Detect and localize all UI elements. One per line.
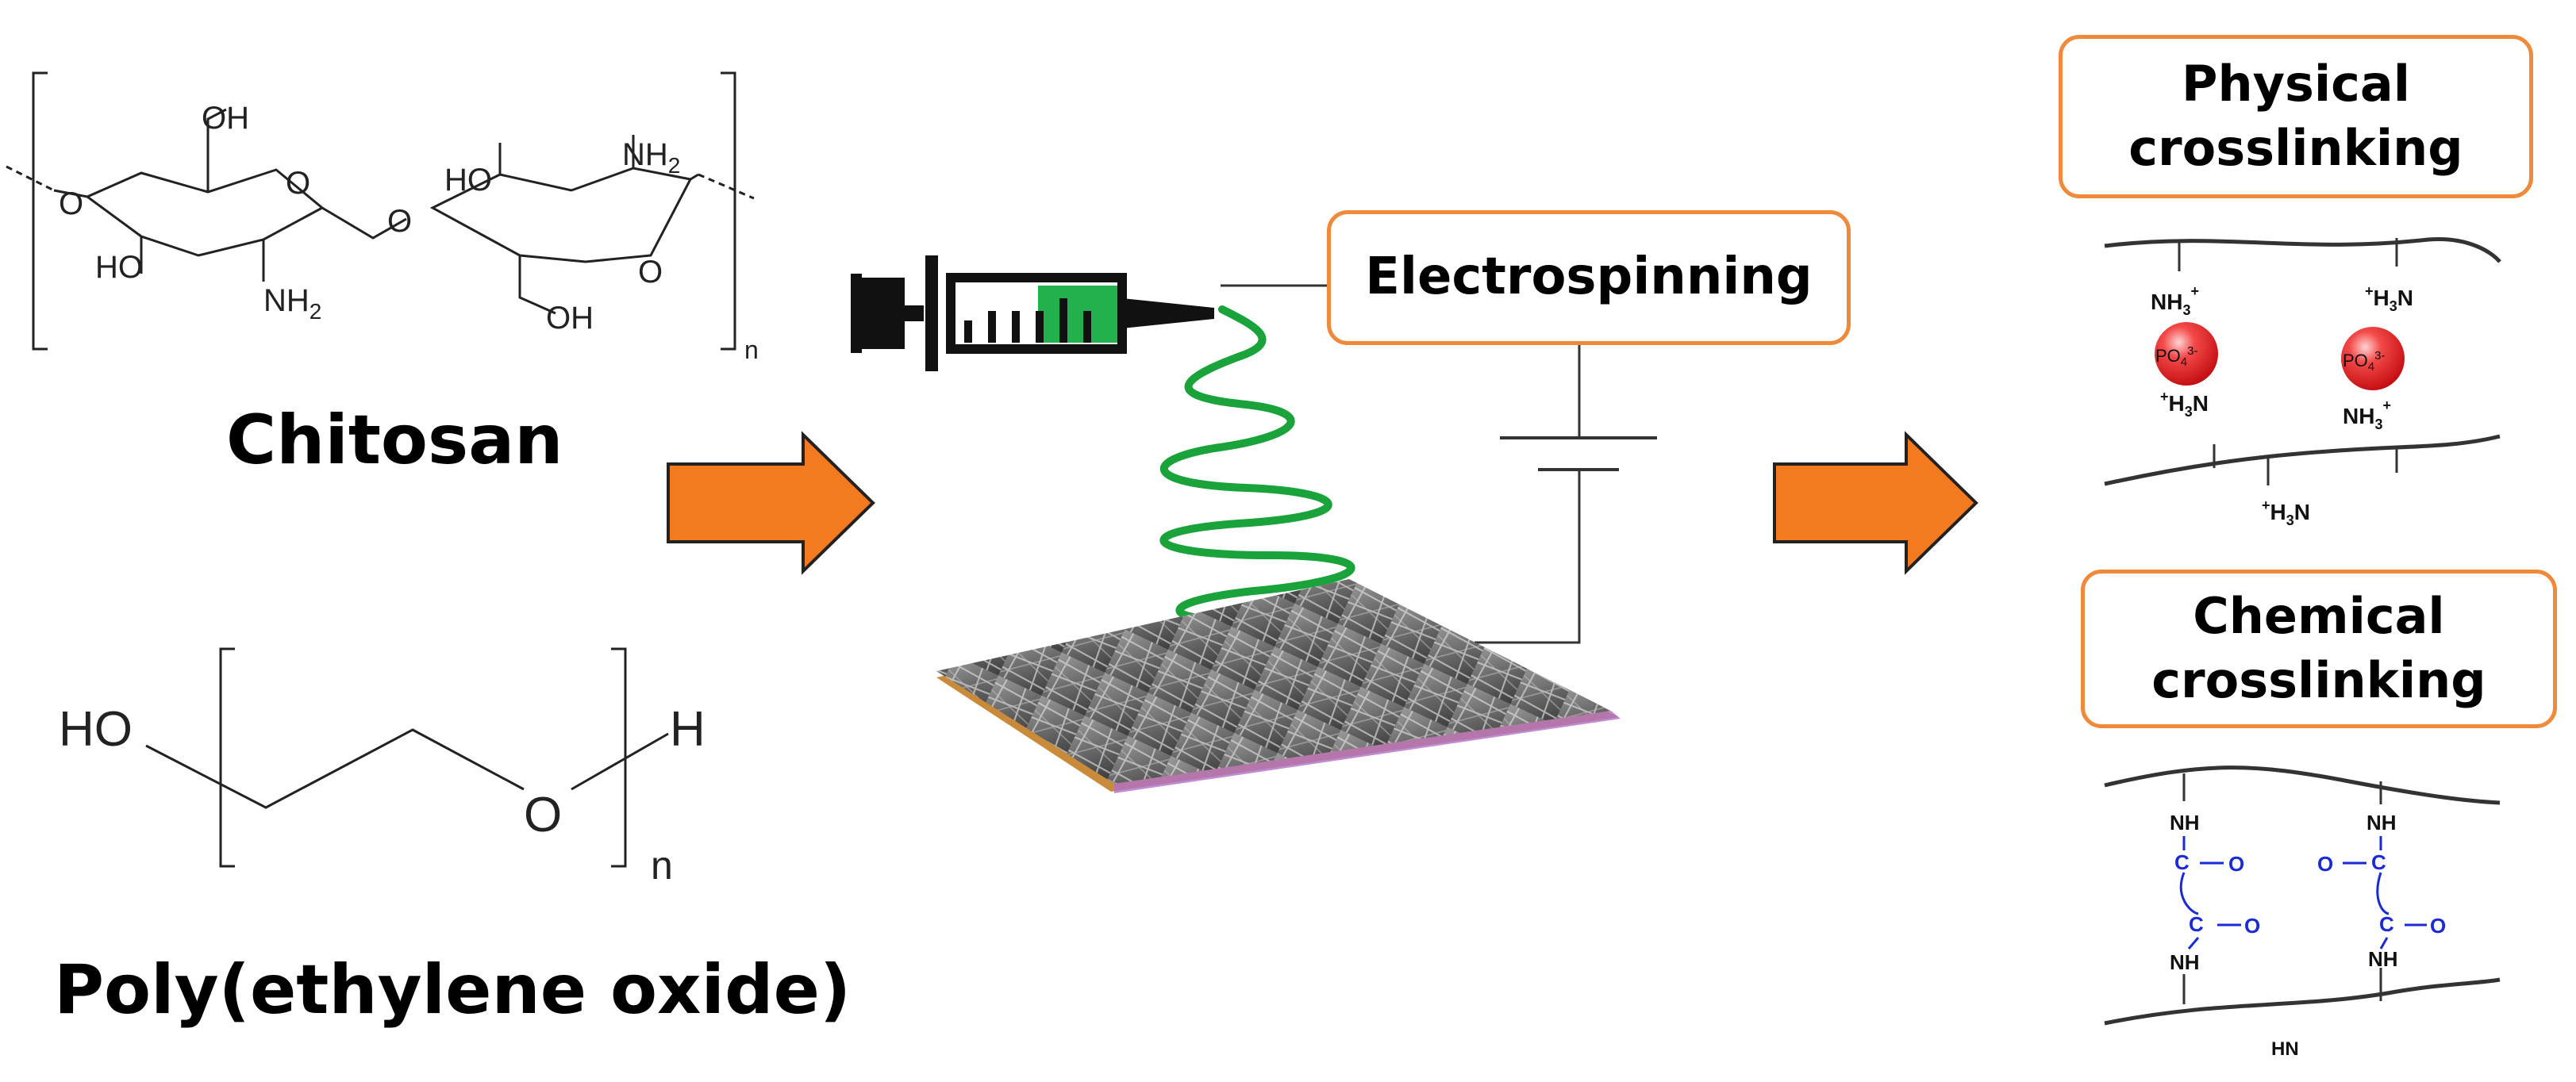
ring-2-ch2oh <box>518 255 556 315</box>
chemical-title-line1: Chemical <box>2193 587 2445 646</box>
ion-label-left: PO43- <box>2155 344 2197 369</box>
chitosan-nh2-right: NH2 <box>622 137 680 178</box>
h3n-mid-left: +H3N <box>2160 389 2209 420</box>
c-top-right: C <box>2371 850 2386 874</box>
chitosan-n: n <box>744 336 759 364</box>
chain-end-left <box>6 165 55 192</box>
circuit-wires <box>1221 284 1657 644</box>
syringe-plunger-rod <box>905 305 924 321</box>
ring-1-ch2oh <box>206 108 227 192</box>
ion-label-right: PO43- <box>2343 349 2385 374</box>
chemical-labels: NH NH NH NH C O C O C O C O HN <box>2170 811 2446 1060</box>
nh3-mid-right: NH3+ <box>2343 397 2391 432</box>
o-bottom-right: O <box>2430 914 2446 938</box>
chitosan-o-ring2: O <box>638 255 663 290</box>
chemical-crosslinking-box: Chemical crosslinking <box>2081 570 2557 728</box>
chain-end-right <box>698 173 755 200</box>
syringe-graduations <box>964 298 1091 343</box>
syringe-flange <box>925 255 938 371</box>
chitosan-structure <box>6 71 755 351</box>
c-bottom-left: C <box>2189 912 2204 936</box>
physical-crosslinking-box: Physical crosslinking <box>2059 35 2533 198</box>
mat-edge-highlight <box>1114 711 1621 793</box>
physical-labels: PO43- PO43- NH3+ +H3N +H3N NH3+ +H3N <box>2151 283 2413 528</box>
syringe <box>851 255 1214 371</box>
nh3-top-left: NH3+ <box>2151 283 2199 318</box>
collector-mat <box>936 579 1621 793</box>
chemical-title-line2: crosslinking <box>2151 651 2486 709</box>
arrow-to-electrospinning <box>667 431 875 575</box>
peo-ho: HO <box>59 702 133 757</box>
peo-o: O <box>524 788 562 842</box>
arrow-to-crosslinking <box>1773 431 1978 575</box>
ring-1-o-bond <box>53 189 88 198</box>
peo-labels: HO O H n <box>59 702 706 888</box>
nh-top-left: NH <box>2170 811 2200 835</box>
crosslinker-left <box>2179 836 2241 950</box>
ring-2-end <box>690 173 699 181</box>
chitosan-ho-left: HO <box>95 250 143 285</box>
physical-title-line2: crosslinking <box>2128 119 2463 177</box>
chemical-crosslinking-diagram <box>2104 765 2501 1026</box>
o-top-right: O <box>2317 852 2333 876</box>
chitosan-oh-bottom: OH <box>546 301 594 336</box>
h3n-bottom: +H3N <box>2262 497 2310 528</box>
chitosan-o-glycosidic: O <box>387 204 412 239</box>
wire-collector <box>1474 470 1581 644</box>
chain-bottom-physical <box>2104 434 2501 486</box>
glycosidic-bond <box>321 206 407 240</box>
physical-side-bonds <box>2178 238 2398 485</box>
chitosan-o-chain: O <box>59 186 83 221</box>
chain-bottom-chemical <box>2104 977 2501 1026</box>
phosphate-ion-right <box>2341 327 2405 390</box>
phosphate-ion-left <box>2155 322 2218 386</box>
nh-bottom-right: NH <box>2368 947 2398 971</box>
peo-backbone <box>145 728 525 809</box>
syringe-plunger-block <box>862 278 905 349</box>
syringe-plunger-head <box>851 274 862 353</box>
c-bottom-right: C <box>2379 912 2394 936</box>
peo-h: H <box>670 702 706 757</box>
h3n-top-right: +H3N <box>2365 283 2413 314</box>
electrospinning-box: Electrospinning <box>1327 210 1851 345</box>
peo-bracket-left <box>219 647 235 868</box>
physical-title-line1: Physical <box>2182 55 2410 113</box>
peo-h-bond <box>571 732 669 791</box>
mat-surface <box>936 579 1611 784</box>
syringe-needle <box>1122 298 1214 328</box>
chitosan-o-ring1: O <box>286 166 310 201</box>
chitosan-bracket-right <box>721 71 736 351</box>
nh-top-right: NH <box>2366 811 2397 835</box>
chitosan-oh-top: OH <box>202 101 249 136</box>
peo-n: n <box>651 843 673 888</box>
hn-bottom: HN <box>2271 1038 2299 1060</box>
peo-title: Poly(ethylene oxide) <box>54 950 852 1030</box>
chitosan-labels: OH O O HO NH2 O HO NH2 O OH n <box>59 101 759 364</box>
chitosan-nh2-left: NH2 <box>263 283 321 324</box>
peo-structure <box>145 647 669 868</box>
crosslinker-right <box>2343 836 2427 950</box>
chitosan-title: Chitosan <box>226 401 563 480</box>
peo-bracket-right <box>611 647 627 868</box>
electrospinning-label: Electrospinning <box>1365 247 1813 307</box>
fiber-jet <box>1159 305 1355 624</box>
physical-crosslinking-diagram <box>2104 236 2501 486</box>
chitosan-ho-right: HO <box>444 163 492 198</box>
c-top-left: C <box>2174 850 2190 874</box>
chain-top-physical <box>2104 236 2501 263</box>
chitosan-bracket-left <box>32 71 48 351</box>
syringe-solution <box>1038 286 1117 343</box>
o-bottom-left: O <box>2244 914 2260 938</box>
nh-bottom-left: NH <box>2170 950 2200 974</box>
chain-top-chemical <box>2104 765 2501 805</box>
chemical-side-bonds <box>2182 773 2382 1004</box>
o-top-left: O <box>2228 852 2244 876</box>
